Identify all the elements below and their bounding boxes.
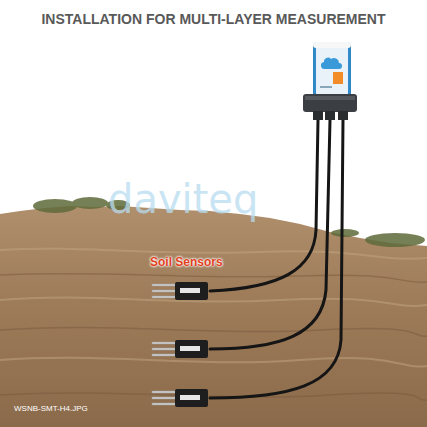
soil-sensor — [152, 340, 208, 358]
callout-label: Soil Sensors — [150, 255, 223, 269]
wireless-node — [313, 42, 351, 98]
sensor-cables — [210, 120, 343, 398]
watermark: daviteq — [108, 176, 258, 222]
soil-sensor — [152, 389, 208, 407]
soil-profile — [0, 206, 427, 427]
diagram-title: INSTALLATION FOR MULTI-LAYER MEASUREMENT — [0, 11, 427, 27]
connector-hub — [303, 94, 357, 120]
file-name: WSNB-SMT-H4.JPG — [14, 404, 88, 413]
soil-sensor — [152, 282, 208, 300]
soil-strata-dark — [0, 274, 427, 401]
